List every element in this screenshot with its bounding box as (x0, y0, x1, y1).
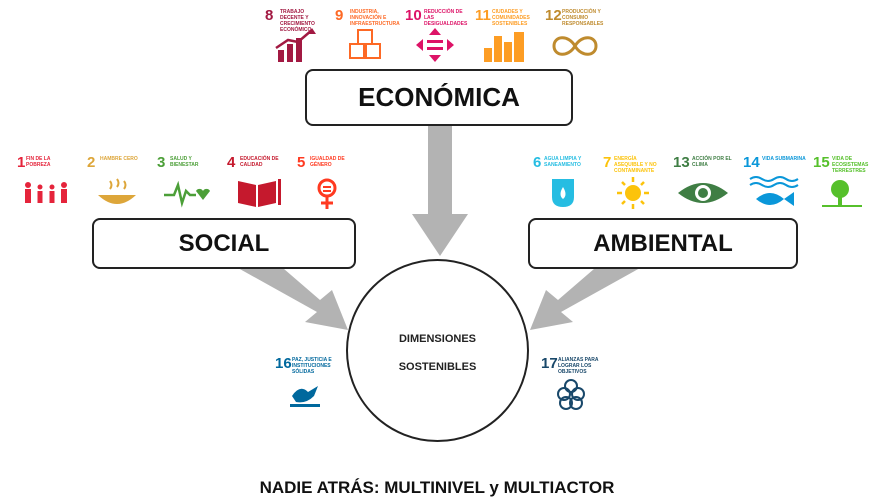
sdg-16-tile: 16 PAZ, JUSTICIA E INSTITUCIONES SÓLIDAS (272, 354, 338, 416)
sdg-label: PRODUCCIÓN Y CONSUMO RESPONSABLES (562, 9, 604, 27)
sdg-number: 2 (87, 154, 96, 171)
sdg-label: VIDA DE ECOSISTEMAS TERRESTRES (832, 156, 869, 174)
gender-icon (317, 178, 337, 209)
sdg-number: 12 (545, 7, 562, 24)
sdg-number: 8 (265, 7, 274, 24)
sdg-number: 13 (673, 154, 690, 171)
sdg-number: 6 (533, 154, 542, 171)
eye-globe-icon (678, 183, 728, 203)
sdg-number: 14 (743, 154, 760, 171)
sdg-label: ACCIÓN POR EL CLIMA (692, 156, 732, 168)
sdg-number: 10 (405, 7, 422, 24)
sdg-12-tile: 12 PRODUCCIÓN Y CONSUMO RESPONSABLES (542, 6, 608, 68)
sdg-label: HAMBRE CERO (100, 156, 138, 162)
sdg-label: AGUA LIMPIA Y SANEAMIENTO (544, 156, 582, 168)
sdg-label: TRABAJO DECENTE Y CRECIMIENTO ECONÓMICO (280, 9, 315, 33)
economica-box: ECONÓMICA (305, 69, 573, 126)
sdg-13-tile: 13 ACCIÓN POR EL CLIMA (670, 153, 736, 215)
rings-icon (557, 379, 585, 410)
ambiental-label: AMBIENTAL (593, 229, 733, 257)
arrow-social-to-center (238, 250, 348, 330)
sdg-number: 3 (157, 154, 166, 171)
footer-caption: NADIE ATRÁS: MULTINIVEL y MULTIACTOR (259, 478, 615, 497)
sdg-number: 5 (297, 154, 306, 171)
sdg-9-tile: 9 INDUSTRIA, INNOVACIÓN E INFRAESTRUCTUR… (332, 6, 400, 68)
water-drop-icon (552, 179, 574, 207)
arrow-ambiental-to-center (530, 250, 640, 330)
sdg-number: 15 (813, 154, 830, 171)
tree-icon (822, 180, 862, 207)
sdg-number: 9 (335, 7, 344, 24)
infinity-icon (552, 36, 598, 56)
sdg-11-tile: 11 CIUDADES Y COMUNIDADES SOSTENIBLES (472, 6, 538, 68)
family-icon (25, 182, 67, 203)
sdg-label: ALIANZAS PARA LOGRAR LOS OBJETIVOS (558, 357, 599, 375)
sdg-17-tile: 17 ALIANZAS PARA LOGRAR LOS OBJETIVOS (538, 354, 604, 416)
sdg-number: 11 (475, 7, 491, 24)
sdg-15-tile: 15 VIDA DE ECOSISTEMAS TERRESTRES (810, 153, 868, 215)
center-line-1: DIMENSIONES (398, 333, 476, 345)
sdg-8-tile: 8 TRABAJO DECENTE Y CRECIMIENTO ECONÓMIC… (262, 6, 328, 68)
center-circle (346, 259, 529, 442)
sdg-label: CIUDADES Y COMUNIDADES SOSTENIBLES (492, 9, 530, 27)
book-icon (238, 179, 281, 207)
dove-icon (290, 386, 320, 407)
sdg-1-tile: 1 FIN DE LA POBREZA (14, 153, 80, 215)
growth-chart-icon (275, 28, 316, 62)
sdg-4-tile: 4 EDUCACIÓN DE CALIDAD (224, 153, 290, 215)
sdg-label: REDUCCIÓN DE LAS DESIGUALDADES (424, 9, 468, 27)
bowl-icon (98, 178, 136, 204)
heartbeat-icon (164, 180, 210, 208)
city-icon (484, 32, 524, 62)
social-label: SOCIAL (178, 229, 270, 257)
sdg-14-tile: 14 VIDA SUBMARINA (740, 153, 806, 215)
sdg-label: PAZ, JUSTICIA E INSTITUCIONES SÓLIDAS (292, 357, 332, 375)
sdg-label: ENERGÍA ASEQUIBLE Y NO CONTAMINANTE (614, 156, 657, 174)
sdg-5-tile: 5 IGUALDAD DE GÉNERO (294, 153, 360, 215)
sdg-number: 1 (17, 154, 26, 171)
sdg-number: 17 (541, 355, 558, 372)
equality-icon (416, 28, 454, 62)
sun-icon (617, 177, 649, 209)
fish-icon (749, 176, 799, 206)
cubes-icon (349, 29, 381, 59)
sdg-3-tile: 3 SALUD Y BIENESTAR (154, 153, 220, 215)
sdg-2-tile: 2 HAMBRE CERO (84, 153, 150, 215)
sdg-label: VIDA SUBMARINA (762, 156, 806, 162)
economica-label: ECONÓMICA (358, 82, 520, 112)
sdg-7-tile: 7 ENERGÍA ASEQUIBLE Y NO CONTAMINANTE (600, 153, 666, 215)
sdg-label: FIN DE LA POBREZA (26, 156, 51, 168)
center-line-2: SOSTENIBLES (398, 361, 477, 373)
sdg-label: INDUSTRIA, INNOVACIÓN E INFRAESTRUCTURA (350, 9, 400, 27)
arrow-economica-down (412, 126, 468, 256)
sdg-6-tile: 6 AGUA LIMPIA Y SANEAMIENTO (530, 153, 596, 215)
sdg-label: EDUCACIÓN DE CALIDAD (240, 156, 279, 168)
sdg-number: 16 (275, 355, 292, 372)
sdg-label: SALUD Y BIENESTAR (170, 156, 199, 168)
sdg-number: 4 (227, 154, 236, 171)
social-box: SOCIAL (92, 218, 356, 269)
sdg-number: 7 (603, 154, 612, 171)
ambiental-box: AMBIENTAL (528, 218, 798, 269)
sdg-10-tile: 10 REDUCCIÓN DE LAS DESIGUALDADES (402, 6, 468, 68)
sdg-label: IGUALDAD DE GÉNERO (310, 156, 345, 168)
